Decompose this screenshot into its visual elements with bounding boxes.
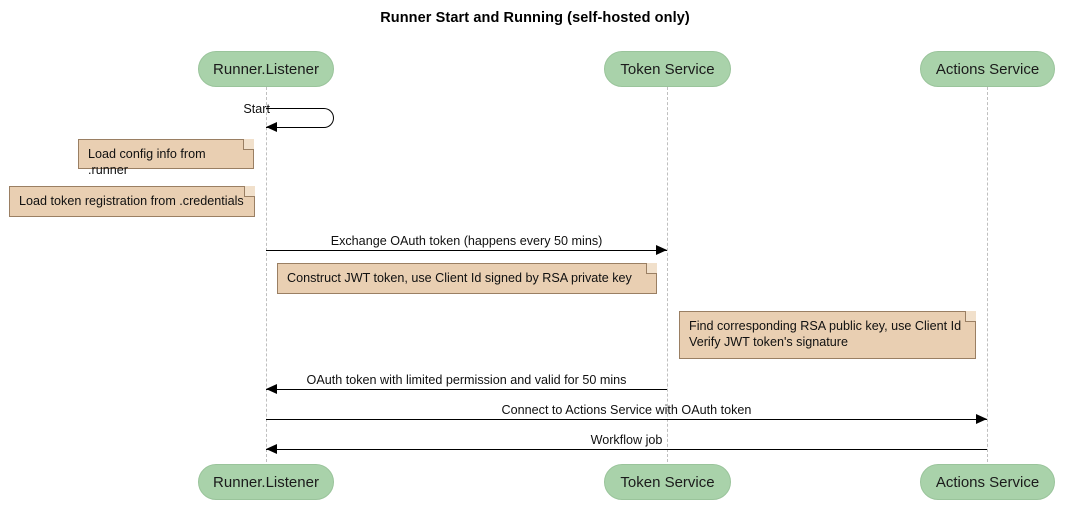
participant-actions-service-bottom[interactable]: Actions Service	[920, 464, 1055, 500]
note-construct-jwt: Construct JWT token, use Client Id signe…	[277, 263, 657, 294]
message-line-connect-actions	[266, 419, 987, 420]
message-arrowhead-oauth-token-return	[266, 384, 277, 394]
note-load-config: Load config info from .runner	[78, 139, 254, 177]
participant-token-service-top[interactable]: Token Service	[604, 51, 731, 87]
note-load-token-registration: Load token registration from .credential…	[9, 186, 255, 217]
note-text: Load config info from .runner	[88, 147, 206, 177]
participant-label: Token Service	[620, 60, 715, 78]
diagram-title: Runner Start and Running (self-hosted on…	[380, 10, 690, 26]
participant-token-service-bottom[interactable]: Token Service	[604, 464, 731, 500]
message-line-exchange-oauth	[266, 250, 667, 251]
participant-label: Token Service	[620, 473, 715, 491]
participant-actions-service-top[interactable]: Actions Service	[920, 51, 1055, 87]
message-arrowhead-exchange-oauth	[656, 245, 667, 255]
lifeline-token	[667, 87, 668, 462]
message-line-oauth-token-return	[266, 389, 667, 390]
note-dogear-icon	[243, 139, 254, 150]
message-label-start: Start	[243, 102, 270, 116]
message-label-workflow-job: Workflow job	[590, 433, 663, 447]
participant-runner-listener-bottom[interactable]: Runner.Listener	[198, 464, 334, 500]
lifeline-actions	[987, 87, 988, 462]
lifeline-runner	[266, 87, 267, 462]
message-label-connect-actions: Connect to Actions Service with OAuth to…	[501, 403, 752, 417]
participant-label: Runner.Listener	[213, 60, 319, 78]
participant-label: Actions Service	[935, 60, 1040, 78]
message-label-exchange-oauth: Exchange OAuth token (happens every 50 m…	[330, 234, 603, 248]
note-verify-jwt: Find corresponding RSA public key, use C…	[679, 311, 976, 359]
participant-label: Actions Service	[935, 473, 1040, 491]
note-dogear-icon	[244, 186, 255, 197]
participant-label: Runner.Listener	[213, 473, 319, 491]
participant-runner-listener-top[interactable]: Runner.Listener	[198, 51, 334, 87]
message-start-selfloop	[266, 108, 334, 128]
note-text: Load token registration from .credential…	[19, 194, 244, 208]
message-arrowhead-connect-actions	[976, 414, 987, 424]
message-start-arrowhead	[266, 122, 277, 132]
message-label-oauth-token-return: OAuth token with limited permission and …	[306, 373, 627, 387]
note-dogear-icon	[965, 311, 976, 322]
note-dogear-icon	[646, 263, 657, 274]
message-arrowhead-workflow-job	[266, 444, 277, 454]
note-text: Construct JWT token, use Client Id signe…	[287, 271, 632, 285]
message-line-workflow-job	[266, 449, 987, 450]
note-text: Find corresponding RSA public key, use C…	[689, 319, 962, 349]
